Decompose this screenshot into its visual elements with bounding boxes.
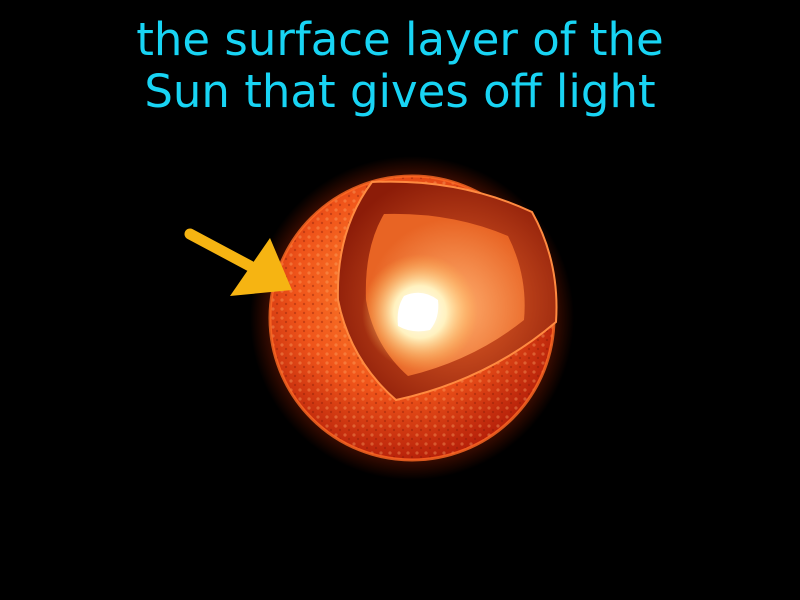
- caption-line-2: Sun that gives off light: [144, 65, 656, 118]
- definition-caption: the surface layer of the Sun that gives …: [0, 14, 800, 118]
- caption-line-1: the surface layer of the: [136, 13, 664, 66]
- core-hotspot: [397, 292, 439, 332]
- arrow-icon: [184, 228, 292, 296]
